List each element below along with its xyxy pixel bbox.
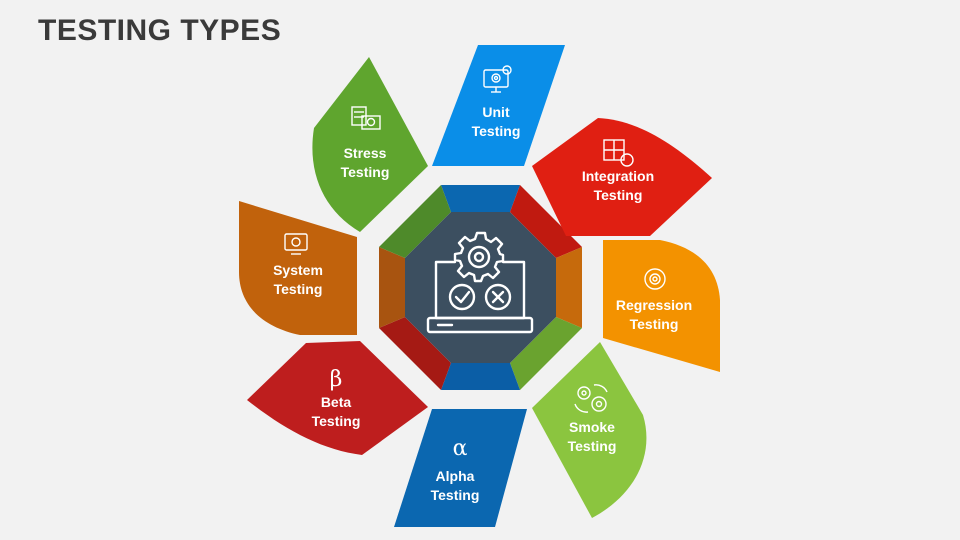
petal-unit-shape [432,45,565,166]
petal-beta-testing[interactable]: β Beta Testing [247,341,428,455]
petal-regression-label-line2: Testing [630,316,679,332]
petal-regression-label-line1: Regression [616,297,692,313]
petal-system-testing[interactable]: System Testing [239,201,357,335]
petal-alpha-testing[interactable]: α Alpha Testing [394,409,527,527]
petal-system-shape [239,201,357,335]
page-title: TESTING TYPES [38,14,282,47]
hub-segment-top-right [510,185,582,258]
hub-segment-bottom-right [510,317,582,390]
hub-segment-bottom [441,363,520,390]
hub-segment-left [379,247,405,328]
hub-segment-top [441,185,520,212]
hub-frame [379,185,582,390]
beta-icon: β [330,367,343,392]
petal-smoke-testing[interactable]: Smoke Testing [532,342,647,518]
petal-unit-label-line2: Testing [472,123,521,139]
gears-arrows-icon [574,384,608,413]
petal-alpha-label-line2: Testing [431,487,480,503]
petal-integration-label-line1: Integration [582,168,654,184]
petal-beta-shape [247,341,428,455]
hub-segment-right [556,247,582,328]
gear-cycle-icon [644,268,666,290]
petal-unit-label-line1: Unit [482,104,510,120]
server-gauge-icon [351,106,381,130]
petal-unit-testing[interactable]: Unit Testing [432,45,565,166]
monitor-settings-icon [284,233,308,255]
petal-alpha-label-line1: Alpha [436,468,475,484]
petal-integration-shape [532,118,712,236]
petal-system-label-line2: Testing [274,281,323,297]
laptop-gear-icon [426,231,534,334]
petal-integration-label-line2: Testing [594,187,643,203]
petal-smoke-label-line2: Testing [568,438,617,454]
hub-segment-bottom-left [379,317,451,390]
petal-stress-label-line2: Testing [341,164,390,180]
petal-stress-testing[interactable]: Stress Testing [312,57,428,232]
puzzle-code-icon [603,139,634,167]
petal-beta-label-line2: Testing [312,413,361,429]
petal-stress-shape [312,57,428,232]
petal-integration-testing[interactable]: Integration Testing [532,118,712,236]
monitor-gear-icon [483,65,512,93]
petal-regression-testing[interactable]: Regression Testing [603,240,720,372]
petal-beta-label-line1: Beta [321,394,352,410]
petal-stress-label-line1: Stress [344,145,387,161]
petal-smoke-label-line1: Smoke [569,419,615,435]
petal-smoke-shape [532,342,647,518]
petal-system-label-line1: System [273,262,323,278]
alpha-icon: α [453,436,468,461]
hub-segment-top-left [379,185,451,258]
petal-alpha-shape [394,409,527,527]
petal-regression-shape [603,240,720,372]
